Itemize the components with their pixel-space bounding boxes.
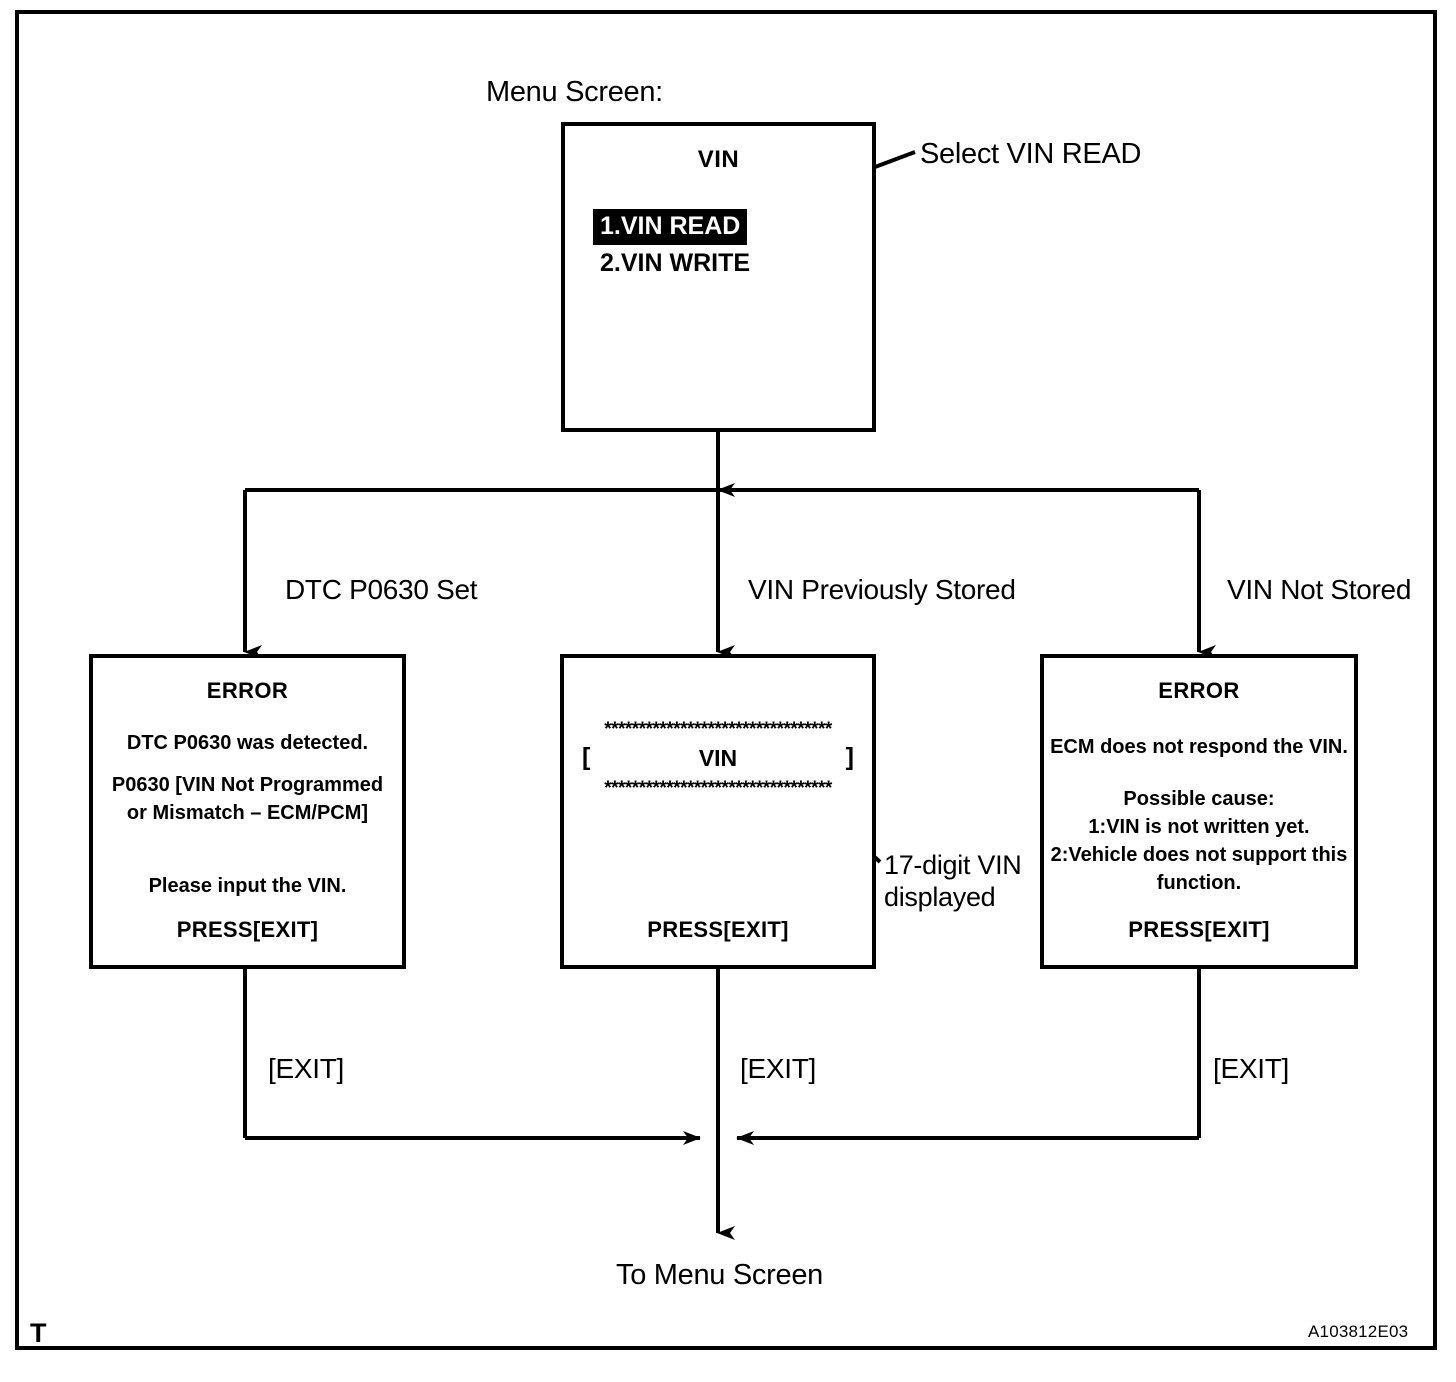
menu-screen[interactable]: VIN 1.VIN READ 2.VIN WRITE bbox=[561, 122, 876, 432]
vin-star-row-top: ********************************* bbox=[604, 719, 832, 740]
error-body-line-1: ECM does not respond the VIN. bbox=[1050, 736, 1348, 758]
error-heading: ERROR bbox=[206, 678, 289, 703]
branch-label-vin-previously-stored: VIN Previously Stored bbox=[748, 574, 1016, 605]
error-body-line-2: Possible cause: bbox=[1123, 788, 1275, 810]
error-body-line-4: 2:Vehicle does not support this bbox=[1050, 844, 1348, 866]
press-exit-prompt[interactable]: PRESS[EXIT] bbox=[647, 917, 789, 942]
vin-value: VIN bbox=[698, 745, 738, 771]
annotation-vin-digits: 17-digit VIN displayed bbox=[884, 850, 1049, 914]
corner-marker: T bbox=[30, 1318, 47, 1348]
vin-field-row: [ VIN ] bbox=[574, 743, 862, 777]
exit-label-left: [EXIT] bbox=[268, 1053, 344, 1084]
error-body-line-1: DTC P0630 was detected. bbox=[126, 732, 369, 754]
vin-bracket-right: ] bbox=[845, 743, 854, 771]
menu-item-vin-write[interactable]: 2.VIN WRITE bbox=[600, 249, 751, 277]
error-body-line-3: or Mismatch – ECM/PCM] bbox=[126, 802, 369, 824]
vin-display-screen[interactable]: ********************************* [ VIN … bbox=[560, 654, 876, 969]
annotation-vin-digits-line1: 17-digit VIN bbox=[884, 850, 1022, 880]
error-heading: ERROR bbox=[1158, 678, 1240, 703]
press-exit-prompt[interactable]: PRESS[EXIT] bbox=[176, 917, 319, 942]
menu-screen-caption: Menu Screen: bbox=[486, 76, 663, 108]
annotation-vin-digits-line2: displayed bbox=[884, 881, 996, 912]
branch-label-dtc-set: DTC P0630 Set bbox=[285, 574, 478, 605]
error-body-line-3: 1:VIN is not written yet. bbox=[1088, 816, 1310, 838]
figure-border bbox=[15, 10, 1437, 1350]
error-screen-dtc[interactable]: ERROR DTC P0630 was detected. P0630 [VIN… bbox=[89, 654, 406, 969]
vin-bracket-left: [ bbox=[582, 743, 591, 771]
exit-label-right: [EXIT] bbox=[1213, 1053, 1289, 1084]
menu-screen-title: VIN bbox=[697, 146, 740, 173]
branch-label-vin-not-stored: VIN Not Stored bbox=[1227, 574, 1412, 605]
vin-display-block: ********************************* [ VIN … bbox=[574, 720, 862, 798]
error-body-line-2: P0630 [VIN Not Programmed bbox=[111, 774, 384, 796]
error-body-line-5: function. bbox=[1156, 872, 1242, 894]
terminal-to-menu-screen: To Menu Screen bbox=[616, 1259, 823, 1291]
annotation-select-vin-read: Select VIN READ bbox=[920, 138, 1142, 170]
error-body-line-4: Please input the VIN. bbox=[148, 875, 347, 897]
vin-star-row-bottom: ********************************* bbox=[604, 778, 832, 799]
exit-label-middle: [EXIT] bbox=[740, 1053, 816, 1084]
error-screen-no-response[interactable]: ERROR ECM does not respond the VIN. Poss… bbox=[1040, 654, 1358, 969]
figure-code: A103812E03 bbox=[1308, 1322, 1409, 1341]
menu-item-vin-read[interactable]: 1.VIN READ bbox=[593, 209, 748, 245]
press-exit-prompt[interactable]: PRESS[EXIT] bbox=[1128, 917, 1270, 942]
